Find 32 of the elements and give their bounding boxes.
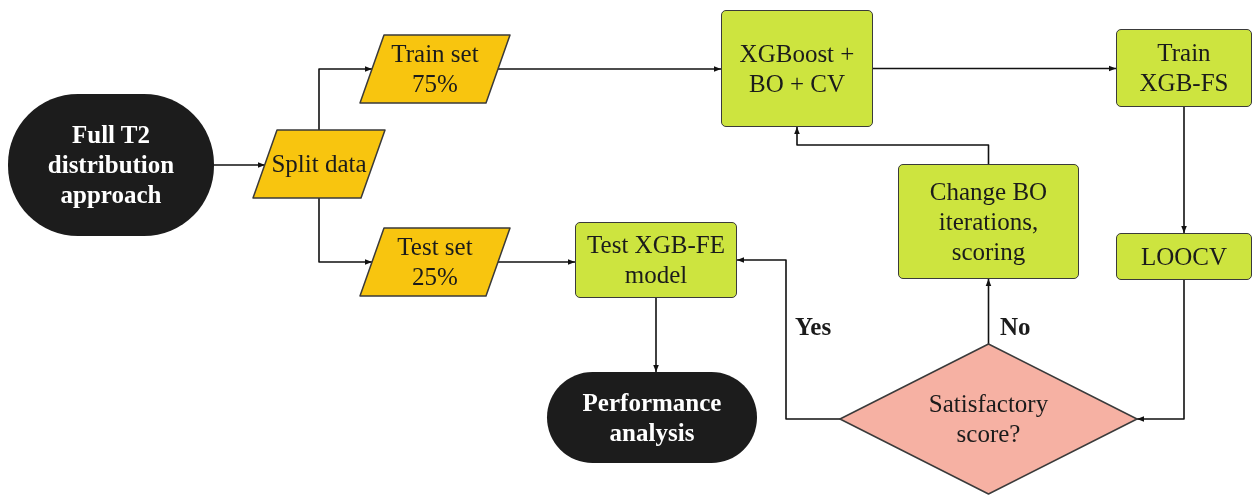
node-label: Test set 25% (396, 232, 474, 292)
node-label: XGBoost + BO + CV (738, 38, 856, 99)
data-parallelogram (360, 228, 510, 296)
connector-arrow (736, 255, 841, 420)
connector-arrow (984, 278, 993, 345)
connector-arrow (651, 297, 661, 373)
decision-diamond (840, 344, 1137, 494)
connector-arrow (497, 64, 722, 74)
connector-arrow (318, 64, 373, 131)
connector-arrow (497, 257, 576, 267)
node-label: Performance analysis (581, 387, 723, 448)
connector-arrow (213, 160, 266, 170)
node-label: Train set 75% (390, 39, 480, 99)
data-parallelogram (253, 130, 385, 198)
node-label: Satisfactory score? (927, 389, 1050, 449)
node-label: LOOCV (1140, 241, 1228, 272)
process-box (1116, 233, 1252, 280)
connector-arrow (1136, 279, 1185, 424)
node-label: Split data (271, 149, 367, 179)
process-box (575, 222, 737, 298)
process-box (721, 10, 873, 127)
process-box (898, 164, 1079, 279)
data-parallelogram (360, 35, 510, 103)
node-label: Train XGB-FS (1138, 38, 1230, 98)
node-label: Change BO iterations, scoring (928, 176, 1049, 267)
connector-arrow (1179, 106, 1189, 234)
connector-arrow (872, 64, 1117, 73)
process-box (1116, 29, 1252, 107)
connector-arrow (792, 126, 990, 165)
connector-arrow (318, 197, 373, 267)
node-label: Test XGB-FE model (586, 230, 726, 290)
node-label: Full T2 distribution approach (46, 120, 176, 210)
